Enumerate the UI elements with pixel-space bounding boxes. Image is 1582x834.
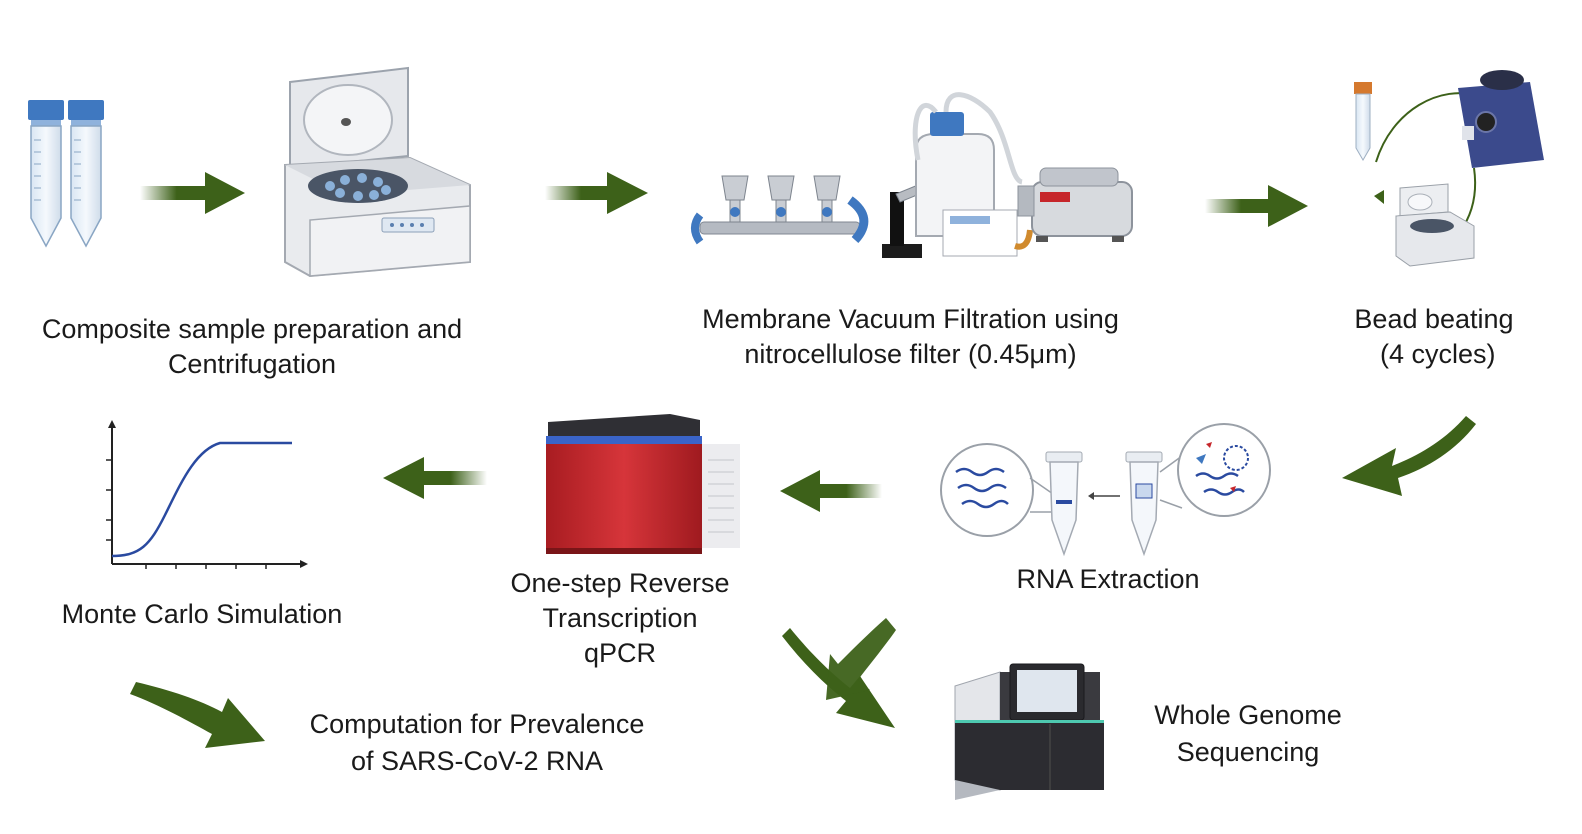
label-bead-beating: Bead beating (4 cycles) (1354, 304, 1514, 369)
qpcr-machine-icon (546, 414, 740, 554)
label-qpcr: One-step Reverse Transcription qPCR (510, 568, 730, 668)
label-filtration: Membrane Vacuum Filtration using nitroce… (702, 304, 1119, 369)
label-rna-extraction: RNA Extraction (1016, 564, 1200, 594)
arrow-7 (130, 682, 265, 748)
arrow-1 (140, 172, 245, 214)
arrow-3 (1205, 185, 1308, 227)
label-monte-carlo: Monte Carlo Simulation (61, 599, 343, 629)
arrow-6 (383, 457, 487, 499)
label-centrifugation: Composite sample preparation and Centrif… (41, 314, 463, 379)
sequencer-icon (954, 663, 1104, 800)
arrow-8 (782, 618, 896, 728)
arrow-2 (545, 172, 648, 214)
falcon-tubes-icon (28, 100, 104, 248)
arrow-5 (780, 470, 882, 512)
sigmoid-chart-icon (106, 420, 308, 569)
vacuum-filtration-icon (691, 92, 1133, 258)
arrow-4 (1342, 416, 1476, 496)
rna-extraction-icon (940, 423, 1271, 557)
label-wgs: Whole Genome Sequencing (1154, 700, 1342, 767)
vortexer-icon (1354, 70, 1544, 267)
label-prevalence: Computation for Prevalence of SARS-CoV-2… (309, 709, 645, 776)
centrifuge-icon (284, 66, 471, 278)
